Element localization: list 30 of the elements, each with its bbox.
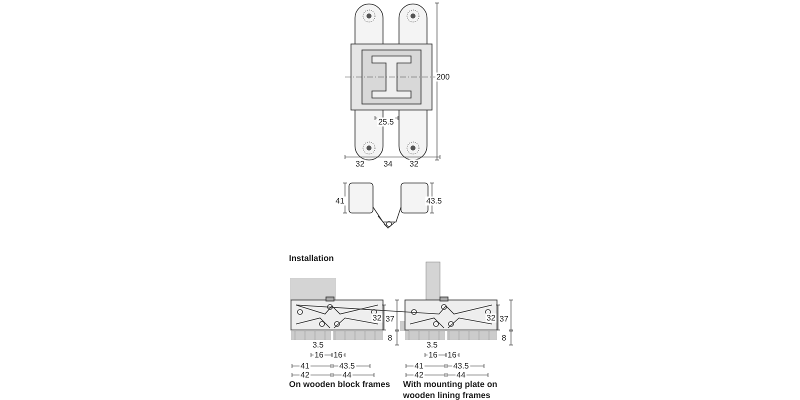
dimension-label: 37 — [498, 314, 510, 324]
dimension-label: 44 — [456, 370, 466, 380]
dimension-label: 32 — [486, 314, 496, 322]
dimension-label: 3.5 — [311, 340, 325, 350]
dimension-label: 43.5 — [452, 362, 470, 370]
dimension-label: 200 — [435, 72, 451, 82]
caption: On wooden block frames — [289, 379, 390, 390]
dimension-label: 16 — [332, 350, 344, 360]
dimension-label: 16 — [428, 350, 438, 360]
dimension-label: 41 — [300, 362, 310, 370]
dimension-label: 43.5 — [425, 196, 443, 206]
dimension-label: 32 — [354, 160, 366, 168]
dimension-label: 41 — [334, 196, 346, 206]
dimension-label: 16 — [314, 350, 324, 360]
caption: With mounting plate on wooden lining frames — [403, 379, 498, 400]
dimension-label: 8 — [386, 334, 394, 342]
dimension-label: 44 — [342, 370, 352, 380]
dimension-label: 3.5 — [425, 340, 439, 350]
dimension-label: 32 — [408, 160, 420, 168]
dimension-label: 41 — [414, 362, 424, 370]
dimension-label: 16 — [446, 350, 458, 360]
section-heading: Installation — [289, 253, 334, 264]
dimension-label: 42 — [414, 370, 424, 380]
dimension-label: 43.5 — [338, 362, 356, 370]
dimension-label: 37 — [384, 314, 396, 324]
dimension-label: 8 — [500, 334, 508, 342]
dimension-label: 34 — [382, 160, 394, 168]
dimension-label: 42 — [300, 370, 310, 380]
dimension-label: 32 — [372, 314, 382, 322]
dimension-label: 25.5 — [377, 118, 395, 126]
